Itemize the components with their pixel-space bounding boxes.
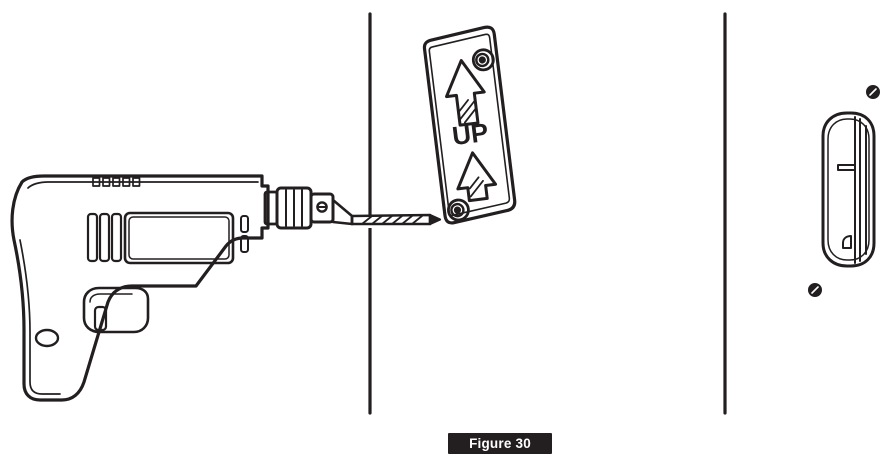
power-drill — [10, 174, 442, 402]
drill-body-outline — [10, 174, 270, 402]
drill-switch-slots — [240, 215, 249, 253]
bracket-hole-top — [471, 48, 495, 72]
cover-screw-bottom — [808, 283, 822, 297]
drill-bit — [331, 198, 442, 226]
cover-notch — [842, 235, 852, 249]
cover-tab — [837, 164, 856, 171]
drill-logo-oval — [34, 328, 60, 348]
drill-side-vents — [86, 212, 123, 263]
drill-nameplate — [123, 211, 235, 265]
figure-caption-bar: Figure 30 — [448, 433, 552, 454]
bracket-hole-bottom — [447, 198, 470, 222]
mounting-bracket: UP — [422, 25, 517, 225]
cover-plate — [821, 111, 876, 268]
bracket-plate — [422, 25, 517, 225]
svg-text:UP: UP — [450, 117, 490, 151]
bracket-arrow-up-top — [445, 59, 486, 127]
drill-top-vents — [92, 177, 141, 187]
trigger-lock-button — [93, 305, 108, 332]
drill-trigger — [82, 286, 150, 334]
cover-ridges — [854, 116, 867, 264]
figure-caption-label: Figure 30 — [469, 436, 531, 451]
cover-screw-top — [866, 85, 880, 99]
drill-chuck — [263, 186, 335, 230]
bracket-up-label: UP — [450, 117, 490, 151]
bracket-arrow-up-bottom — [456, 151, 498, 203]
